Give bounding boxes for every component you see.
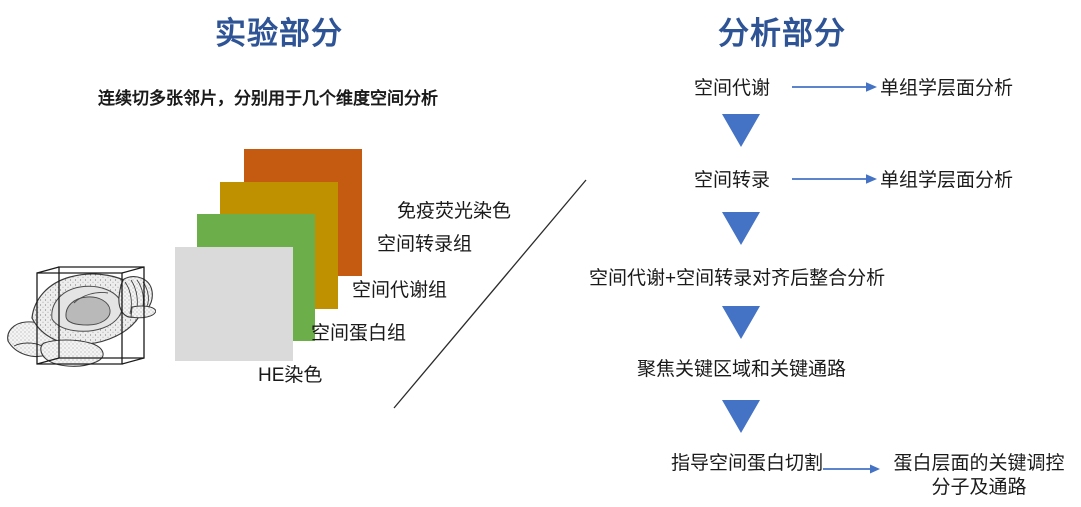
right-arrow-icon-3-svg — [823, 464, 880, 474]
slide-label-he-stain: HE染色 — [258, 365, 323, 386]
slide-card-he-stain — [175, 247, 293, 361]
brain-illustration-svg — [7, 266, 157, 367]
right-arrow-icon-2-svg — [792, 174, 877, 184]
flow-result-protein-key-regulators: 蛋白层面的关键调控分子及通路 — [893, 453, 1065, 498]
right-arrow-icon-1 — [792, 80, 878, 94]
right-arrow-icon-1-svg — [792, 82, 877, 92]
slide-label-spatial-transcriptome: 空间转录组 — [377, 234, 473, 255]
brain-illustration — [4, 243, 157, 376]
down-arrow-icon-4 — [722, 400, 760, 433]
flow-step-spatial-metabolism: 空间代谢 — [694, 78, 771, 99]
flow-step-spatial-transcription: 空间转录 — [694, 170, 771, 191]
flow-result-single-omics-1: 单组学层面分析 — [880, 78, 1014, 99]
experiment-subtitle: 连续切多张邻片，分别用于几个维度空间分析 — [98, 89, 438, 108]
down-arrow-icon-1 — [722, 114, 760, 147]
right-arrow-icon-3 — [823, 462, 881, 476]
slide-label-spatial-proteome: 空间蛋白组 — [311, 323, 407, 344]
analysis-section-title: 分析部分 — [718, 16, 846, 51]
experiment-section-title: 实验部分 — [215, 16, 343, 51]
flow-result-single-omics-2: 单组学层面分析 — [880, 170, 1014, 191]
flow-step-key-region-pathway: 聚焦关键区域和关键通路 — [637, 359, 847, 380]
flow-step-guide-protein-cutting: 指导空间蛋白切割 — [671, 453, 824, 474]
flow-step-integrated-analysis: 空间代谢+空间转录对齐后整合分析 — [589, 268, 886, 289]
down-arrow-icon-3 — [722, 306, 760, 339]
right-arrow-icon-2 — [792, 172, 878, 186]
down-arrow-icon-2 — [722, 212, 760, 245]
slide-label-immunofluorescence: 免疫荧光染色 — [397, 201, 512, 222]
slide-label-spatial-metabolome: 空间代谢组 — [352, 280, 448, 301]
